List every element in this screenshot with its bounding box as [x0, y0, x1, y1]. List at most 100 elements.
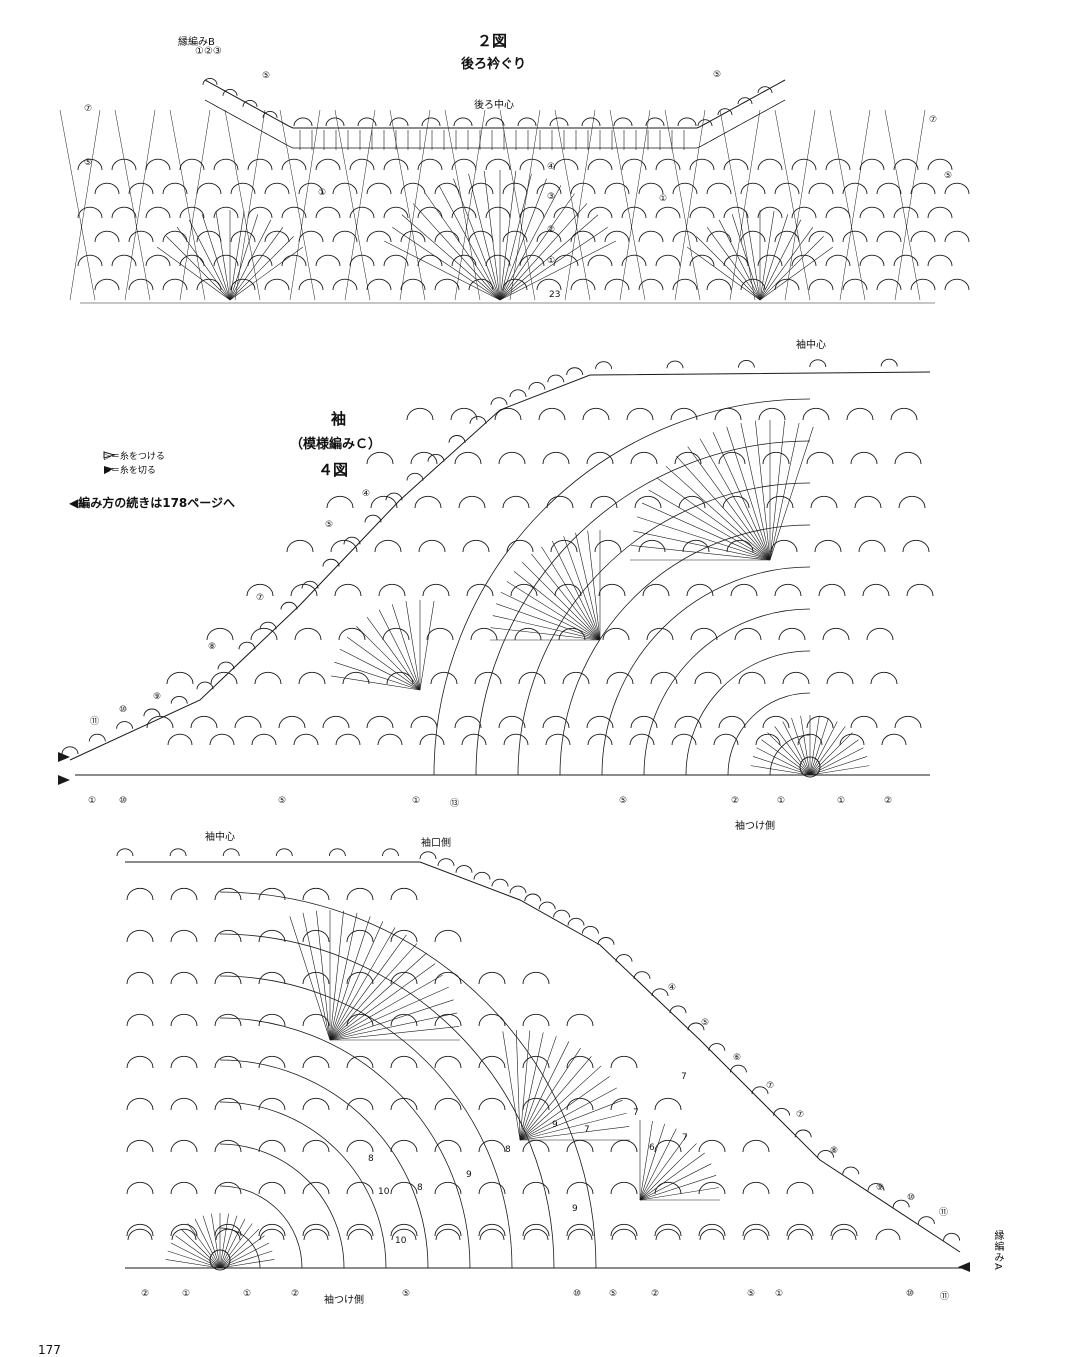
chain-loop [814, 539, 842, 553]
edge-shell [238, 641, 256, 650]
fan-stitch [329, 986, 449, 1041]
edge-shell [917, 1216, 935, 1224]
chain-loop [126, 1097, 154, 1111]
chain-loop [246, 583, 274, 597]
chain-loop [755, 733, 781, 746]
legend-attach-yarn: ▷＝糸をつける [104, 452, 165, 462]
fan-stitch [329, 912, 358, 1041]
fan-stitch [761, 739, 811, 776]
chain-loop [111, 254, 137, 267]
stitch-line [884, 109, 921, 301]
fan-stitch [519, 1030, 531, 1141]
fig5-side-mark: ⑦ [796, 1110, 805, 1120]
chain-loop [743, 1228, 769, 1241]
chain-loop [478, 1097, 506, 1111]
fan-stitch [329, 963, 436, 1041]
chain-loop [502, 495, 530, 509]
chain-loop [349, 254, 375, 267]
stitch-line [619, 109, 651, 301]
stitch-line [59, 109, 96, 301]
chain-loop [927, 254, 953, 267]
chain-loop [434, 278, 460, 291]
chain-loop [587, 733, 613, 746]
chain-loop [762, 451, 790, 465]
edge-shell [666, 360, 684, 369]
chain-loop [264, 182, 290, 195]
chain-loop [655, 1228, 681, 1241]
chain-loop [818, 583, 846, 597]
chain-loop [485, 158, 511, 171]
chain-loop [366, 278, 392, 291]
fan-stitch [687, 246, 761, 301]
chain-loop [206, 627, 234, 641]
fan-stitch [752, 756, 811, 776]
fig5-inner-num: 6 [649, 1143, 655, 1153]
chain-loop [671, 733, 697, 746]
cut-yarn-symbol [104, 466, 114, 472]
figure4-number: ４図 [318, 461, 349, 479]
chain-loop [485, 254, 511, 267]
chain-loop [590, 495, 618, 509]
row-arc [219, 1059, 429, 1269]
chain-loop [391, 1228, 417, 1241]
chain-loop [802, 407, 830, 421]
edge-shell [169, 848, 187, 857]
chain-loop [258, 887, 286, 901]
chain-loop [247, 254, 273, 267]
fan-stitch [755, 420, 771, 561]
edge-shell [170, 696, 188, 704]
chain-loop [346, 929, 374, 943]
neckline-scallop [517, 117, 537, 127]
fan-stitch [392, 227, 501, 301]
chain-loop [738, 671, 766, 685]
chain-loop [302, 887, 330, 901]
chain-loop [466, 583, 494, 597]
chain-loop [842, 278, 868, 291]
chain-loop [410, 451, 438, 465]
chain-loop [610, 1055, 638, 1069]
chain-loop [522, 1223, 550, 1237]
chain-loop [586, 451, 614, 465]
chain-loop [214, 1139, 242, 1153]
chain-loop [302, 971, 330, 985]
chain-loop [390, 1013, 418, 1027]
chain-loop [791, 206, 817, 219]
chain-loop [713, 733, 739, 746]
chain-loop [451, 254, 477, 267]
chain-loop [417, 158, 443, 171]
figure5-bottom-label: 袖つけ側 [324, 1295, 364, 1306]
figure4-top-label: 袖中心 [796, 340, 826, 351]
neckline-scallop [222, 89, 238, 96]
chain-loop [774, 230, 800, 243]
chain-loop [196, 230, 222, 243]
chain-loop [258, 1013, 286, 1027]
chain-loop [859, 206, 885, 219]
chain-loop [502, 278, 528, 291]
fan-stitch [745, 211, 761, 301]
chain-loop [458, 495, 486, 509]
chain-loop [604, 182, 630, 195]
chain-loop [566, 1139, 594, 1153]
chain-loop [730, 583, 758, 597]
chain-loop [630, 451, 658, 465]
fig2-right-row-mark: ⑤ [713, 70, 722, 80]
chain-loop [699, 1228, 725, 1241]
chain-loop [290, 583, 318, 597]
chain-loop [522, 1139, 550, 1153]
fan-stitch [718, 219, 761, 301]
chain-loop [629, 733, 655, 746]
stitch-line [719, 109, 756, 301]
chain-loop [875, 1228, 901, 1241]
chain-loop [215, 1228, 241, 1241]
chain-loop [414, 495, 442, 509]
chain-loop [706, 278, 732, 291]
chain-loop [214, 1055, 242, 1069]
neckline-scallop [677, 117, 697, 127]
fan-stitch [425, 193, 501, 301]
fan-stitch [519, 1126, 630, 1141]
fan-stitch [665, 466, 771, 561]
fan-stitch [774, 726, 811, 776]
chain-loop [383, 254, 409, 267]
chain-loop [346, 1181, 374, 1195]
neckline-scallop [389, 117, 409, 127]
